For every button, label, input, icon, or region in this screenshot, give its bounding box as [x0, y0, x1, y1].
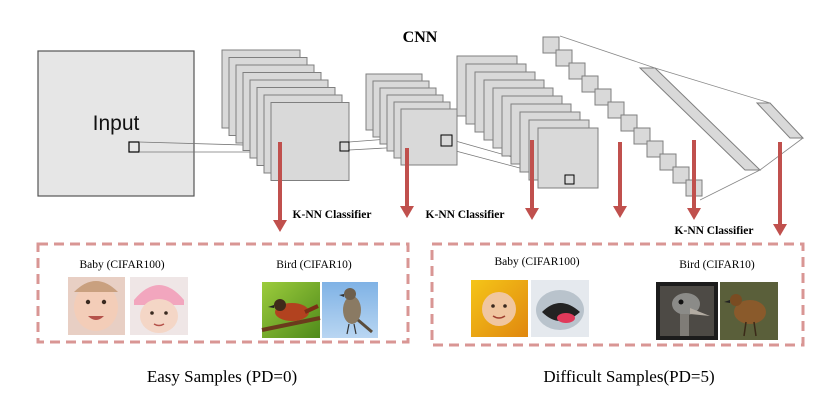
- easy-bird-label: Bird (CIFAR10): [276, 259, 352, 271]
- input-label: Input: [93, 112, 140, 135]
- feature-map-layers: [221, 36, 703, 197]
- conv-stack-4-layer: [672, 166, 690, 184]
- arrow-head: [613, 206, 627, 218]
- arrow-head: [400, 206, 414, 218]
- difficult-samples-box: [430, 242, 805, 347]
- conv-stack-4-layer: [646, 140, 664, 158]
- conv-stack-2: [365, 73, 458, 166]
- diagram-title: CNN: [403, 29, 438, 46]
- easy-baby-label: Baby (CIFAR100): [79, 259, 164, 271]
- conv-stack-4-layer: [594, 88, 612, 106]
- difficult-baby-label: Baby (CIFAR100): [494, 256, 579, 268]
- arrow-head: [773, 224, 787, 236]
- difficult-bird-label: Bird (CIFAR10): [679, 259, 755, 271]
- conv-stack-4-layer: [659, 153, 677, 171]
- arrow-head: [687, 208, 701, 220]
- baby-in-flower-image: [471, 280, 528, 337]
- knn-classifier-label-2: K-NN Classifier: [426, 209, 505, 221]
- conv-stack-2-layer: [400, 108, 458, 166]
- conv-stack-4-layer: [555, 49, 573, 67]
- receptive-field-square: [128, 141, 140, 153]
- receptive-field-square: [564, 174, 575, 185]
- knn-classifier-label-1: K-NN Classifier: [293, 209, 372, 221]
- brown-bird-image: [720, 282, 778, 340]
- conv-stack-4-layer: [581, 75, 599, 93]
- bird-on-branch-image: [261, 282, 321, 338]
- ostrich-head-image: [656, 282, 718, 340]
- fully-connected-layers: [559, 35, 805, 201]
- easy-samples-box: [36, 242, 410, 344]
- toy-mouth-image: [531, 280, 589, 337]
- receptive-field-square: [440, 134, 453, 147]
- input-block: Input: [37, 50, 195, 197]
- conv-stack-1: [221, 49, 350, 181]
- knn-classifier-label-3: K-NN Classifier: [675, 225, 754, 237]
- classifier-arrows: [273, 140, 787, 236]
- conv-stack-4: [542, 36, 703, 197]
- difficult-samples-group: Baby (CIFAR100) Bird (CIFAR10): [430, 242, 805, 347]
- conv-stack-4-layer: [568, 62, 586, 80]
- conv-stack-1-layer: [270, 102, 350, 181]
- bird-blue-sky-image: [322, 282, 378, 338]
- arrow-head: [273, 220, 287, 232]
- baby-face-image: [68, 277, 125, 335]
- baby-pink-hat-image: [130, 277, 188, 335]
- receptive-field-square: [339, 141, 350, 152]
- conv-stack-3-layer: [537, 127, 599, 189]
- easy-samples-caption: Easy Samples (PD=0): [147, 367, 297, 386]
- arrow-head: [525, 208, 539, 220]
- conv-stack-4-layer: [542, 36, 560, 54]
- conv-stack-4-layer: [633, 127, 651, 145]
- conv-stack-4-layer: [620, 114, 638, 132]
- conv-stack-4-layer: [607, 101, 625, 119]
- difficult-samples-caption: Difficult Samples(PD=5): [543, 367, 714, 386]
- easy-samples-group: Baby (CIFAR100) Bird (CIFAR10): [36, 242, 410, 344]
